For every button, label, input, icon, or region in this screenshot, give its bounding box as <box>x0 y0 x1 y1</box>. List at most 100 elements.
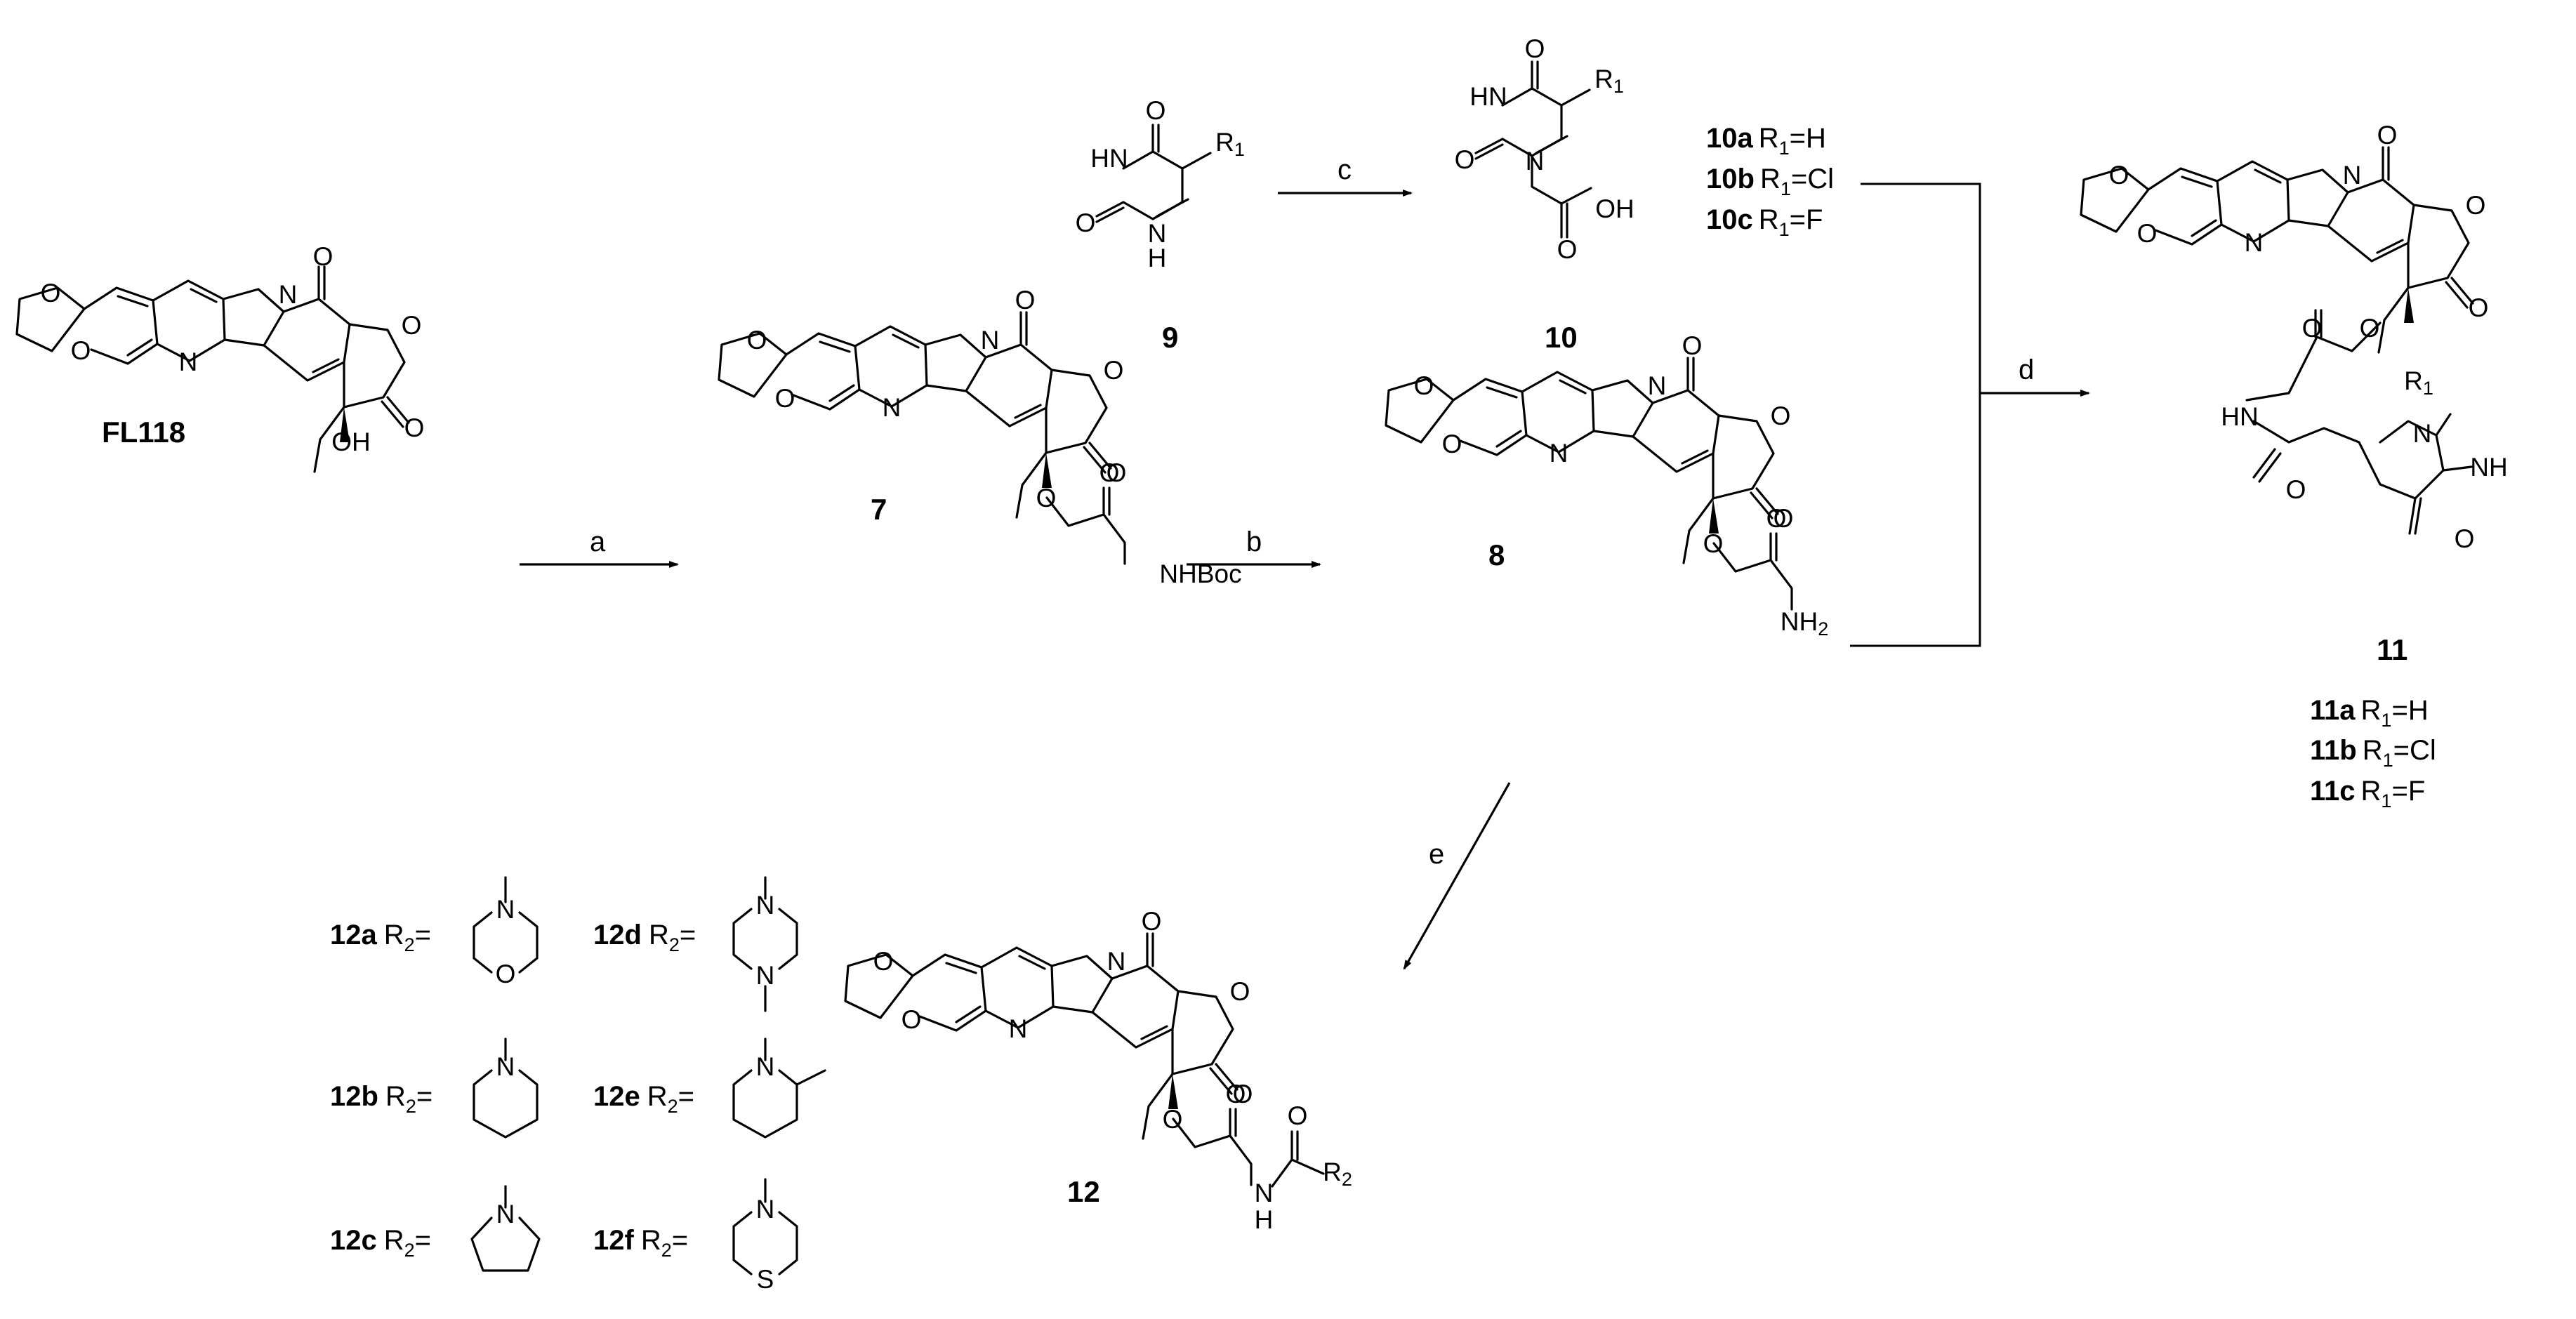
atom-o: O <box>2455 524 2475 553</box>
atom-o: O <box>1146 96 1166 125</box>
atom-o: O <box>873 947 894 976</box>
arrow-e <box>1403 782 1511 970</box>
atom-n: N <box>981 326 1000 354</box>
atom-o: O <box>2137 219 2158 248</box>
label-12: 12 <box>1067 1175 1100 1208</box>
atom-n: N <box>1009 1014 1028 1043</box>
reagent-a: a <box>590 526 606 557</box>
atom-n: N <box>756 1052 775 1081</box>
atom-r2: R2 <box>1323 1158 1352 1190</box>
label-8: 8 <box>1488 538 1505 571</box>
atom-o: O <box>1233 1080 1253 1108</box>
atom-n: N <box>2343 161 2362 190</box>
atom-o: O <box>2377 121 2398 150</box>
atom-hn: HN <box>2221 402 2258 431</box>
atom-o: O <box>1771 402 1791 430</box>
label-9: 9 <box>1162 321 1178 354</box>
atom-o: O <box>1703 529 1724 558</box>
atom-o: O <box>1682 331 1703 360</box>
atom-o: O <box>1766 504 1787 533</box>
atom-nh: NH <box>2470 453 2507 482</box>
compound-11-structure <box>2080 146 2474 535</box>
atom-o: O <box>1226 1080 1246 1108</box>
pyrrolidine-ring <box>470 1185 541 1272</box>
atom-o: O <box>41 279 61 307</box>
atom-o: O <box>2109 161 2129 190</box>
morpholine-ring <box>473 876 539 974</box>
atom-r1: R1 <box>1215 128 1245 160</box>
compound-8-structure <box>1385 357 1793 611</box>
atom-o: O <box>1015 286 1036 314</box>
atom-oh: OH <box>331 427 371 456</box>
atom-o: O <box>2469 293 2489 322</box>
atom-o: O <box>1557 235 1578 264</box>
atom-hn: HN <box>1090 144 1128 173</box>
atom-n: N <box>496 1052 515 1081</box>
atom-oh: OH <box>1595 194 1634 223</box>
atom-n: N <box>1148 219 1167 248</box>
atom-o: O <box>901 1005 922 1034</box>
label-fl118: FL118 <box>102 416 185 449</box>
methylpiperidine-ring <box>732 1038 826 1139</box>
piperazine-ring <box>732 876 798 1012</box>
connector-d <box>1850 183 1981 647</box>
atom-n: N <box>279 280 298 309</box>
atom-n: N <box>1526 147 1545 175</box>
label-10: 10 <box>1545 321 1578 354</box>
atom-o: O <box>313 242 333 271</box>
reagent-c: c <box>1337 154 1352 185</box>
compound-7-structure <box>718 311 1126 565</box>
compound-12-structure <box>844 932 1325 1188</box>
atom-o: O <box>71 336 91 365</box>
atom-s: S <box>757 1265 774 1294</box>
atom-hn: HN <box>1469 82 1507 111</box>
atom-o: O <box>404 413 425 442</box>
atom-h: H <box>1148 244 1167 272</box>
atom-o: O <box>1142 907 1162 936</box>
atom-o: O <box>747 326 767 354</box>
atom-n: N <box>496 895 515 924</box>
atom-n: N <box>1107 947 1126 976</box>
atom-o: O <box>1076 208 1096 237</box>
atom-n: N <box>2245 228 2264 257</box>
reagent-b: b <box>1246 526 1262 557</box>
atom-o: O <box>1774 504 1794 533</box>
atom-o: O <box>2360 314 2380 343</box>
atom-o: O <box>775 384 795 413</box>
atom-o: O <box>1442 430 1462 458</box>
atom-o: O <box>496 960 516 988</box>
atom-h: H <box>1255 1205 1274 1234</box>
atom-o: O <box>2466 191 2486 220</box>
atom-o: O <box>1036 484 1057 512</box>
compound-9-structure <box>1095 124 1212 223</box>
atom-o: O <box>2286 475 2306 504</box>
atom-n: N <box>1648 371 1667 400</box>
atom-n: N <box>179 347 198 376</box>
atom-o: O <box>1163 1105 1183 1134</box>
reagent-e: e <box>1429 839 1444 870</box>
atom-n: N <box>1255 1179 1274 1207</box>
atom-o: O <box>1455 145 1475 174</box>
reagent-d: d <box>2019 354 2034 385</box>
atom-o: O <box>1104 356 1124 385</box>
atom-o: O <box>1107 458 1127 487</box>
atom-n: N <box>883 393 901 422</box>
thiomorpholine-ring <box>732 1178 798 1275</box>
atom-n: N <box>2413 419 2432 448</box>
atom-n: N <box>496 1200 515 1228</box>
